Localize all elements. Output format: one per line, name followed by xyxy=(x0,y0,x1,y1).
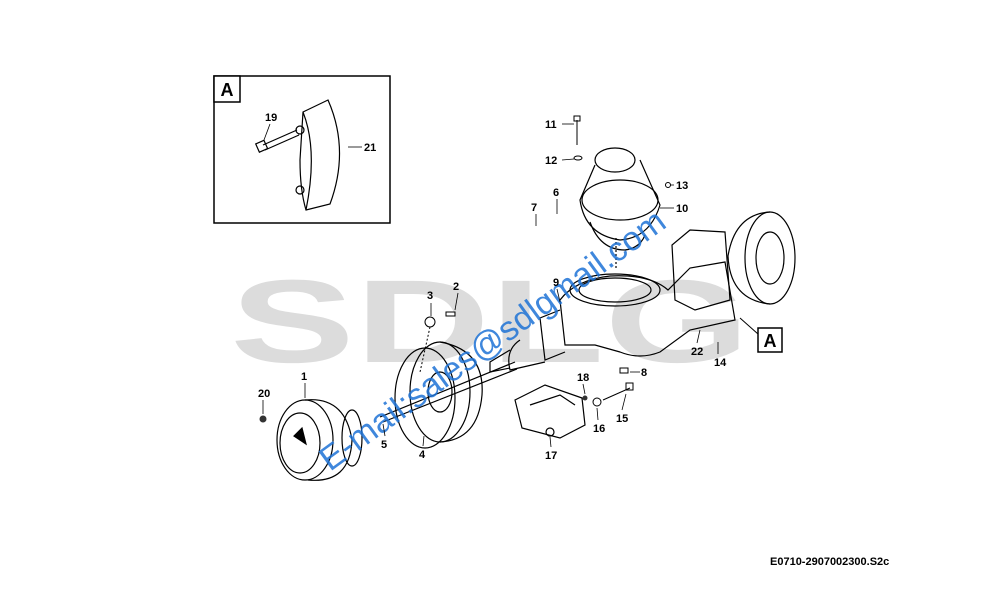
callout-7: 7 xyxy=(531,202,537,214)
plug-8 xyxy=(619,367,629,374)
callout-6: 6 xyxy=(553,187,559,199)
callout-4: 4 xyxy=(419,449,426,461)
callout-15: 15 xyxy=(616,413,628,425)
callout-19: 19 xyxy=(265,112,277,124)
bolt-19 xyxy=(254,129,300,153)
axle-shaft xyxy=(379,361,518,423)
bolt-15 xyxy=(602,382,634,401)
detail-box-a: A xyxy=(213,75,391,224)
brake-disc xyxy=(394,341,483,449)
callout-20: 20 xyxy=(258,388,270,400)
callout-12: 12 xyxy=(545,155,557,167)
callout-22: 22 xyxy=(691,346,703,358)
axle-housing xyxy=(489,261,736,373)
washer-12 xyxy=(573,155,583,161)
detail-box-label: A xyxy=(221,80,234,100)
callout-8: 8 xyxy=(641,367,647,379)
screw-13 xyxy=(665,182,671,188)
callout-16: 16 xyxy=(593,423,605,435)
callout-13: 13 xyxy=(676,180,688,192)
svg-text:A: A xyxy=(764,331,777,351)
view-marker-a: A xyxy=(739,317,783,353)
callout-5: 5 xyxy=(381,439,387,451)
brake-caliper xyxy=(514,384,586,439)
callout-17: 17 xyxy=(545,450,557,462)
bolt-2 xyxy=(445,311,456,317)
callout-3: 3 xyxy=(427,290,433,302)
callouts: 1 2 3 4 5 6 7 8 9 10 11 12 13 14 15 16 1… xyxy=(258,112,727,462)
callout-14: 14 xyxy=(714,357,727,369)
brake-pad-detail xyxy=(295,99,341,211)
wheel-hub-left xyxy=(276,399,363,481)
bolt-11 xyxy=(573,115,581,145)
callout-2: 2 xyxy=(453,281,459,293)
screw-20 xyxy=(259,415,267,423)
washer-16 xyxy=(592,397,602,407)
callout-1: 1 xyxy=(301,371,307,383)
callout-18: 18 xyxy=(577,372,589,384)
callout-11: 11 xyxy=(545,119,557,131)
callout-21: 21 xyxy=(364,142,376,154)
callout-10: 10 xyxy=(676,203,688,215)
differential-carrier xyxy=(579,147,661,268)
wheel-hub-right xyxy=(671,211,796,311)
drawing-reference-code: E0710-2907002300.S2c xyxy=(770,556,890,568)
callout-9: 9 xyxy=(553,277,559,289)
screw-18 xyxy=(582,395,588,401)
